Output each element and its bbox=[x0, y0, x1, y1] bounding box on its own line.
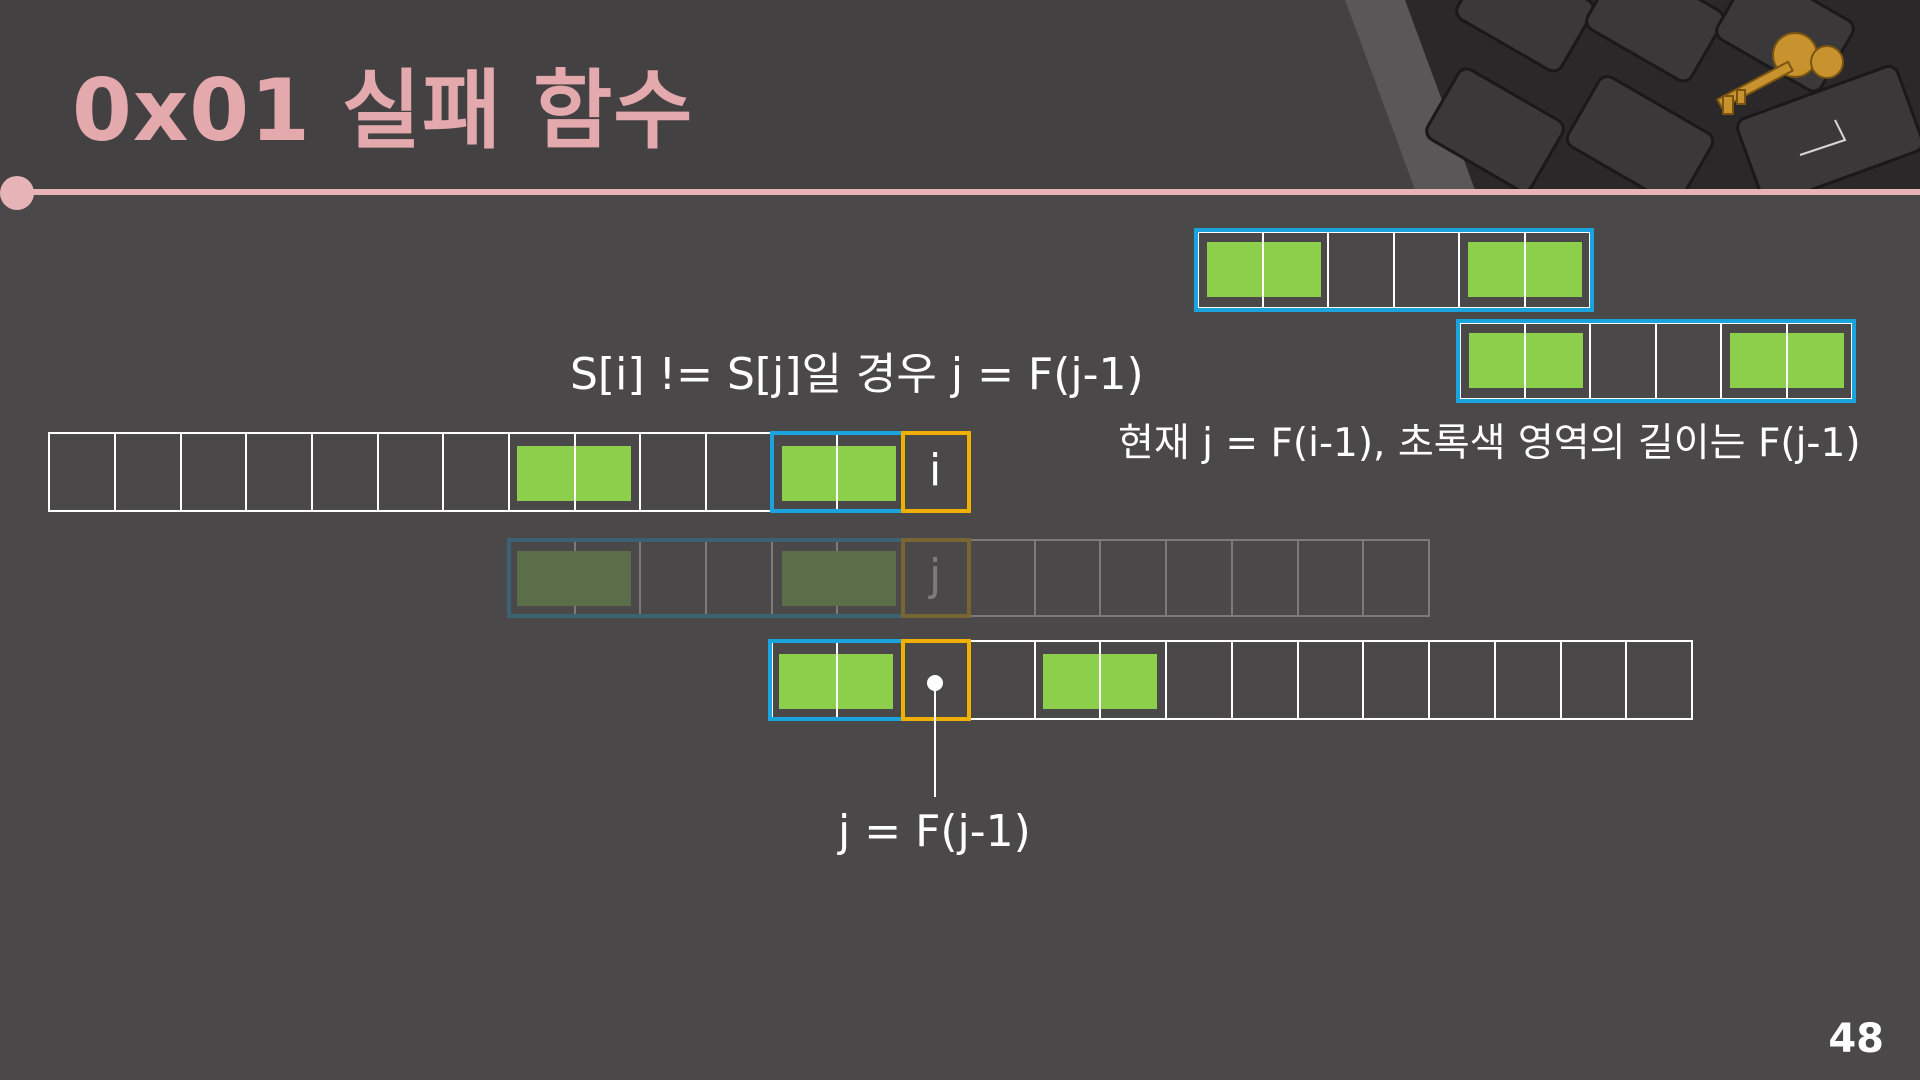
condition-label: S[i] != S[j]일 경우 j = F(j-1) bbox=[570, 349, 1144, 400]
top-pattern-strip bbox=[1194, 228, 1594, 312]
result-label: j = F(j-1) bbox=[838, 806, 1031, 857]
page-title: 0x01 실패 함수 bbox=[72, 61, 694, 161]
previous-pattern-row bbox=[507, 538, 1430, 618]
current-state-label: 현재 j = F(i-1), 초록색 영역의 길이는 F(j-1) bbox=[1118, 421, 1861, 466]
title-underline bbox=[16, 189, 1920, 195]
i-index-label: i bbox=[929, 445, 942, 496]
keyboard-key-image bbox=[1345, 0, 1920, 190]
second-pattern-strip bbox=[1456, 319, 1856, 403]
page-number: 48 bbox=[1828, 1016, 1884, 1062]
j-index-label: j bbox=[929, 550, 942, 601]
title-underline-dot bbox=[0, 176, 34, 210]
string-s-row bbox=[48, 431, 971, 513]
shifted-pattern-row bbox=[768, 639, 1693, 721]
